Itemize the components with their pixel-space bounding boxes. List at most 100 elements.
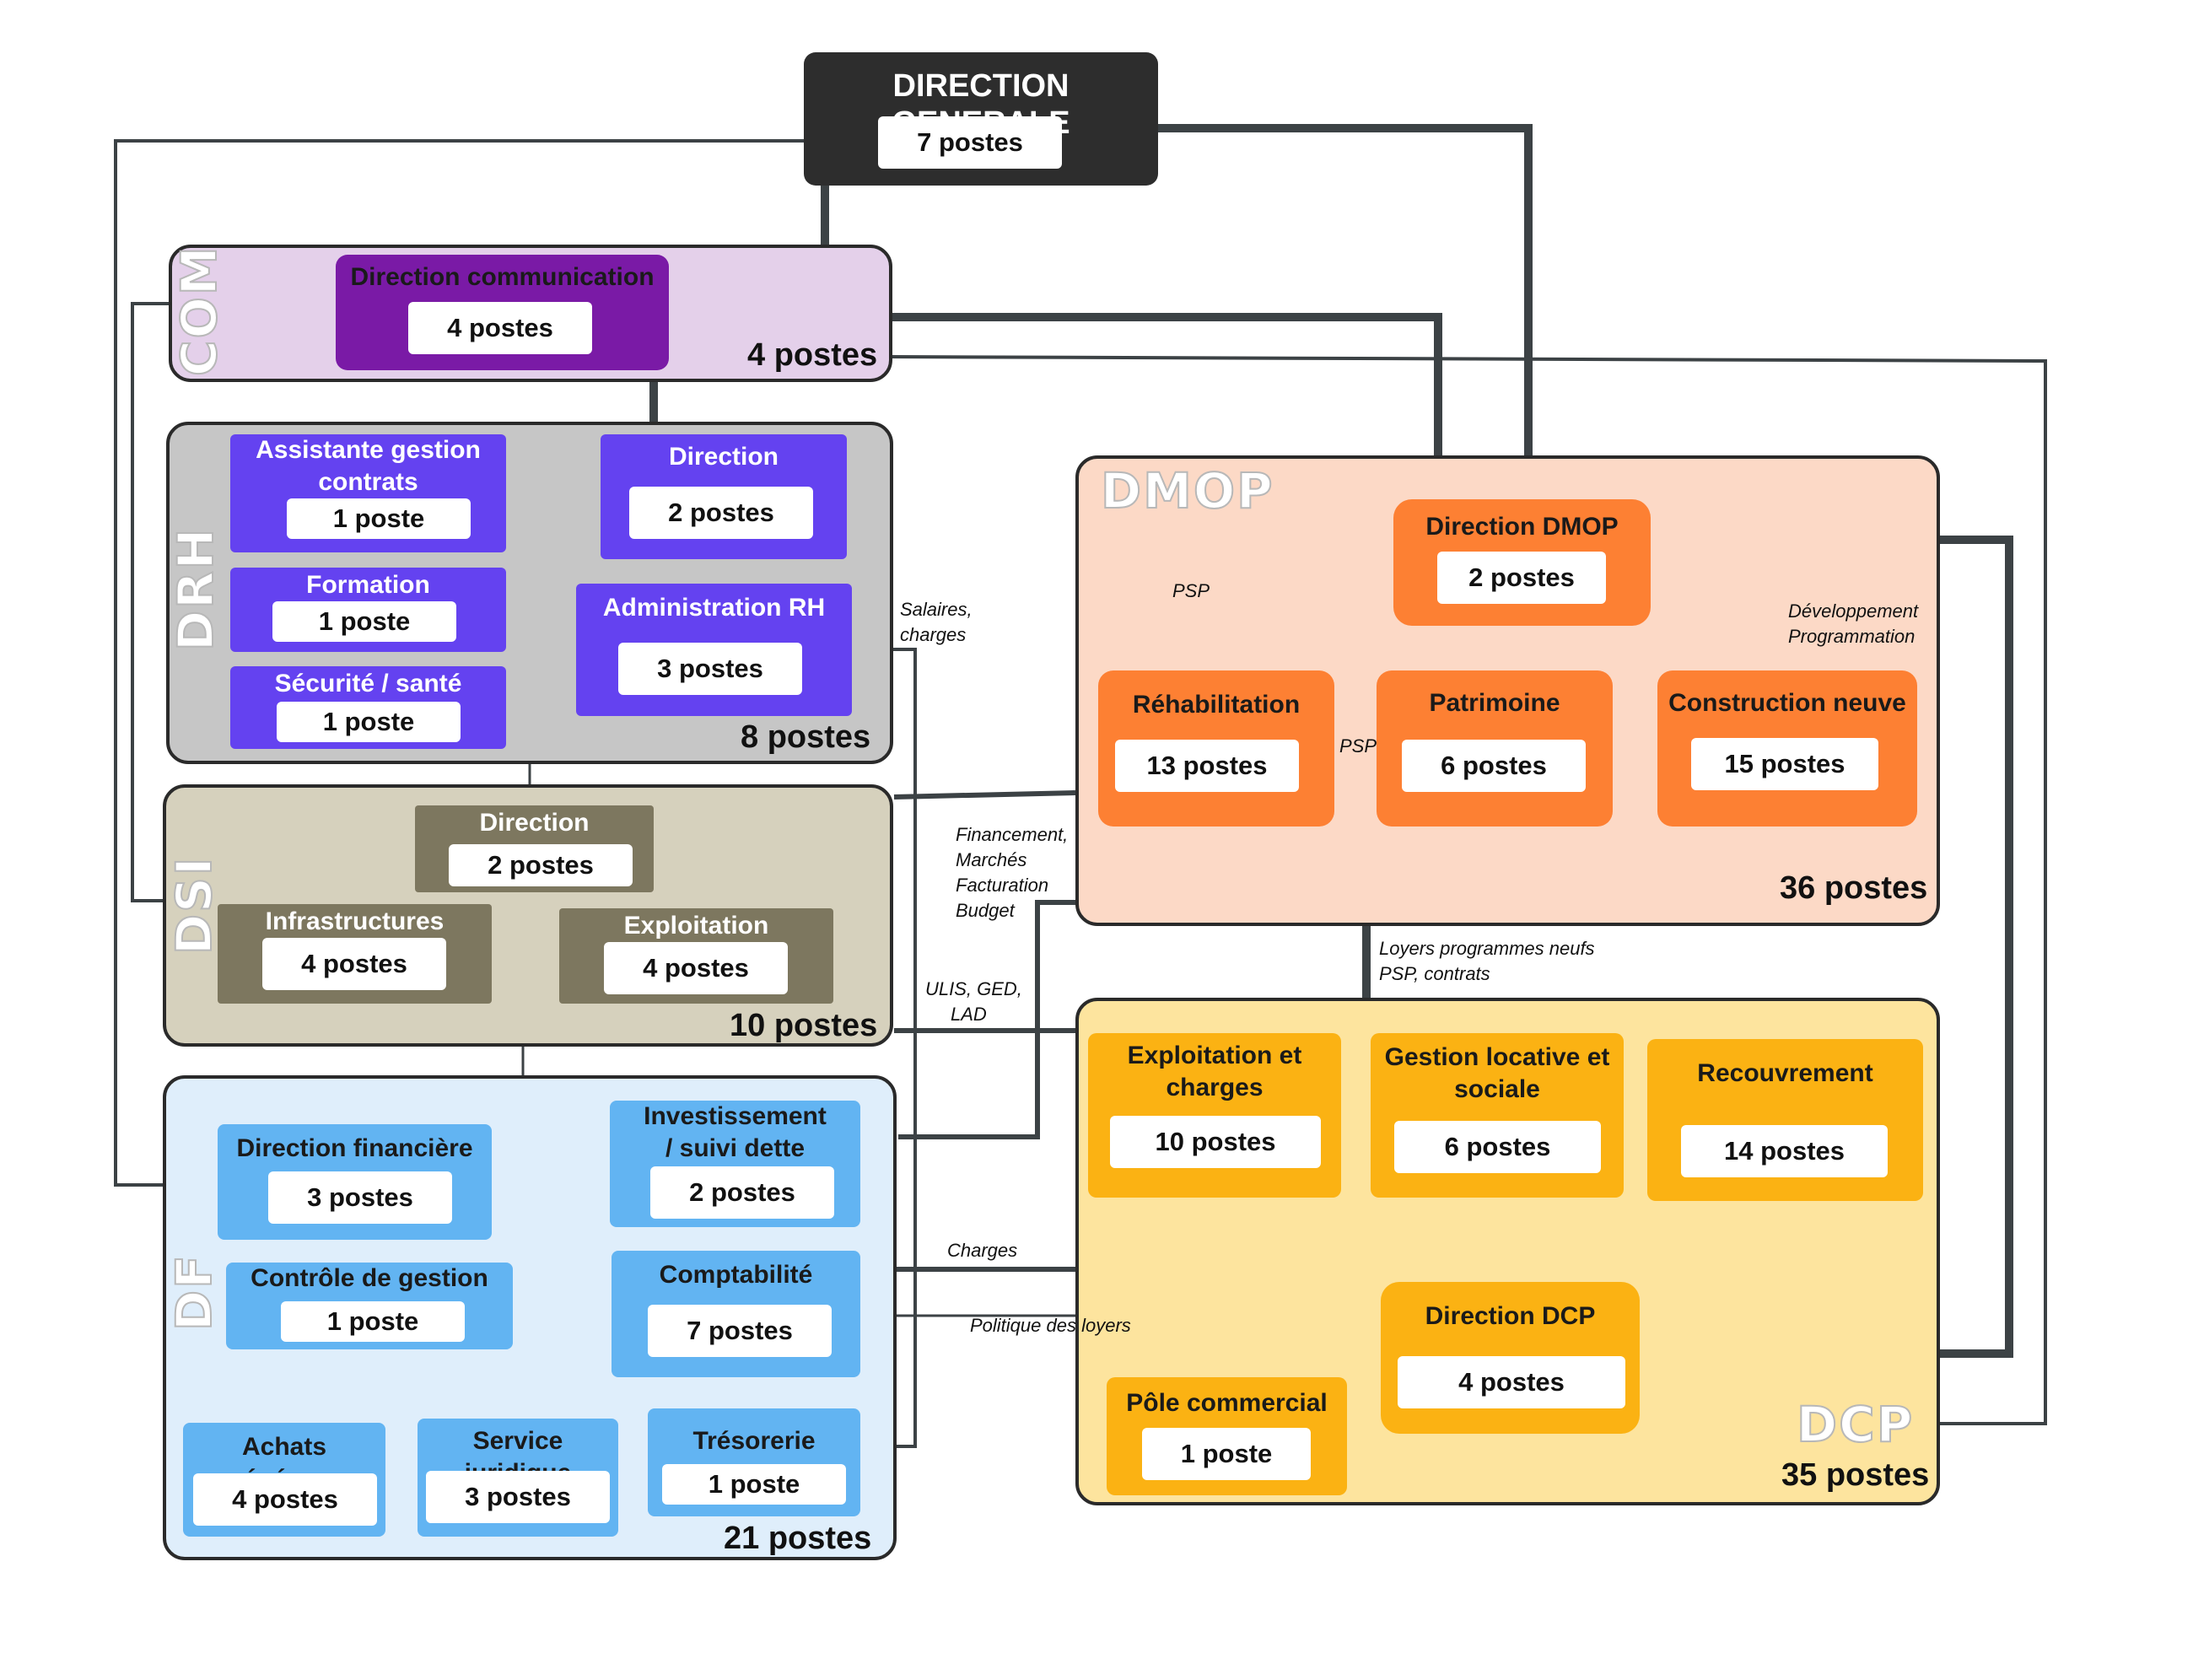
dmop-construction-title: Construction neuve xyxy=(1668,689,1906,717)
df-tresorerie-title: Trésorerie xyxy=(692,1427,816,1455)
direction-generale-box[interactable]: DIRECTION GENERALE 7 postes xyxy=(804,52,1158,186)
note-financement-3: Facturation xyxy=(956,875,1049,896)
drh-formation-count: 1 poste xyxy=(272,601,456,642)
df-controle-box[interactable]: Contrôle de gestion 1 poste xyxy=(226,1263,513,1349)
note-salaires-1: Salaires, xyxy=(900,599,973,620)
dcp-gestion-locative-title-1: Gestion locative et xyxy=(1384,1043,1610,1071)
dcp-pole-commercial-title: Pôle commercial xyxy=(1126,1389,1328,1417)
dcp-gestion-locative-box[interactable]: Gestion locative et sociale 6 postes xyxy=(1371,1033,1624,1198)
dsi-direction-box[interactable]: Direction 2 postes xyxy=(415,805,654,892)
drh-formation-title: Formation xyxy=(306,571,430,599)
drh-label: DRH xyxy=(166,526,225,652)
dmop-rehabilitation-count: 13 postes xyxy=(1115,740,1299,792)
df-direction-financiere-title: Direction financière xyxy=(236,1134,473,1162)
dmop-patrimoine-title: Patrimoine xyxy=(1429,689,1560,717)
com-direction-box[interactable]: Direction communication 4 postes xyxy=(336,255,669,370)
note-financement-2: Marchés xyxy=(956,849,1027,870)
df-direction-financiere-box[interactable]: Direction financière 3 postes xyxy=(218,1124,492,1240)
dcp-exploitation-box[interactable]: Exploitation et charges 10 postes xyxy=(1088,1033,1341,1198)
df-achats-box[interactable]: Achats généraux 4 postes xyxy=(183,1423,385,1537)
dcp-exploitation-count: 10 postes xyxy=(1110,1116,1321,1168)
drh-formation-box[interactable]: Formation 1 poste xyxy=(230,568,506,652)
dcp-gestion-locative-count: 6 postes xyxy=(1394,1121,1601,1173)
dmop-rehabilitation-box[interactable]: Réhabilitation 13 postes xyxy=(1098,670,1334,827)
dmop-construction-box[interactable]: Construction neuve 15 postes xyxy=(1657,670,1917,827)
note-financement-1: Financement, xyxy=(956,824,1069,845)
dmop-label: DMOP xyxy=(1100,461,1274,520)
df-tresorerie-count: 1 poste xyxy=(662,1464,846,1505)
df-tresorerie-box[interactable]: Trésorerie 1 poste xyxy=(648,1408,860,1516)
connector-dsi-dmop xyxy=(893,790,1076,800)
df-investissement-title-2: / suivi dette xyxy=(665,1134,806,1162)
dmop-rehabilitation-title: Réhabilitation xyxy=(1132,691,1301,719)
dcp-pole-commercial-count: 1 poste xyxy=(1142,1428,1311,1480)
drh-securite-box[interactable]: Sécurité / santé 1 poste xyxy=(230,666,506,749)
dcp-direction-count: 4 postes xyxy=(1398,1356,1625,1408)
dcp-recouvrement-count: 14 postes xyxy=(1681,1125,1888,1177)
note-psp-a: PSP xyxy=(1172,580,1210,601)
df-direction-financiere-count: 3 postes xyxy=(268,1171,452,1224)
dmop-total: 36 postes xyxy=(1780,870,1928,906)
dsi-label: DSI xyxy=(164,855,224,956)
df-juridique-box[interactable]: Service juridique 3 postes xyxy=(418,1419,618,1537)
drh-assistante-count: 1 poste xyxy=(287,498,471,539)
dcp-total: 35 postes xyxy=(1781,1457,1930,1493)
note-politique: Politique des loyers xyxy=(970,1315,1131,1336)
note-developpement-2: Programmation xyxy=(1788,626,1916,647)
connector-com-dcp xyxy=(889,355,2047,1425)
drh-securite-title: Sécurité / santé xyxy=(274,670,462,697)
dcp-pole-commercial-box[interactable]: Pôle commercial 1 poste xyxy=(1107,1377,1347,1495)
com-total: 4 postes xyxy=(747,337,878,373)
df-label: DF xyxy=(164,1252,224,1332)
df-investissement-title-1: Investissement xyxy=(644,1102,827,1130)
note-ulis-1: ULIS, GED, xyxy=(925,978,1022,999)
dsi-exploitation-box[interactable]: Exploitation 4 postes xyxy=(559,908,833,1004)
drh-securite-count: 1 poste xyxy=(277,702,461,742)
note-ulis-2: LAD xyxy=(951,1004,987,1025)
dmop-patrimoine-count: 6 postes xyxy=(1402,740,1586,792)
drh-direction-box[interactable]: Direction 2 postes xyxy=(601,434,847,559)
dmop-direction-count: 2 postes xyxy=(1437,552,1606,604)
dcp-direction-box[interactable]: Direction DCP 4 postes xyxy=(1381,1282,1640,1434)
dsi-infrastructures-box[interactable]: Infrastructures 4 postes xyxy=(218,904,492,1004)
df-controle-title: Contrôle de gestion xyxy=(251,1264,488,1292)
drh-assistante-title-2: contrats xyxy=(318,468,418,496)
drh-administration-box[interactable]: Administration RH 3 postes xyxy=(576,584,852,716)
df-comptabilite-count: 7 postes xyxy=(648,1305,832,1357)
drh-administration-title: Administration RH xyxy=(602,594,826,622)
dmop-construction-count: 15 postes xyxy=(1691,738,1878,790)
dmop-direction-box[interactable]: Direction DMOP 2 postes xyxy=(1393,499,1651,626)
connector-financement xyxy=(898,900,1078,1139)
df-achats-count: 4 postes xyxy=(193,1473,377,1526)
dcp-recouvrement-box[interactable]: Recouvrement 14 postes xyxy=(1647,1039,1923,1201)
connector-com-dmop xyxy=(666,313,1442,506)
drh-direction-count: 2 postes xyxy=(629,487,813,539)
dmop-patrimoine-box[interactable]: Patrimoine 6 postes xyxy=(1377,670,1613,827)
dsi-exploitation-count: 4 postes xyxy=(604,942,788,994)
df-juridique-count: 3 postes xyxy=(426,1471,610,1523)
drh-assistante-title-1: Assistante gestion xyxy=(256,436,481,464)
dsi-infrastructures-title: Infrastructures xyxy=(265,907,445,935)
drh-assistante-box[interactable]: Assistante gestion contrats 1 poste xyxy=(230,434,506,552)
df-investissement-box[interactable]: Investissement / suivi dette 2 postes xyxy=(610,1101,860,1227)
df-total: 21 postes xyxy=(724,1521,872,1556)
drh-total: 8 postes xyxy=(741,719,871,755)
df-controle-count: 1 poste xyxy=(281,1301,465,1342)
dsi-exploitation-title: Exploitation xyxy=(623,912,769,940)
drh-direction-title: Direction xyxy=(668,443,779,471)
note-financement-4: Budget xyxy=(956,900,1015,921)
df-investissement-count: 2 postes xyxy=(650,1166,834,1219)
dsi-direction-count: 2 postes xyxy=(449,844,633,886)
dsi-total: 10 postes xyxy=(730,1008,878,1043)
dcp-recouvrement-title: Recouvrement xyxy=(1697,1059,1873,1087)
note-psp-b: PSP xyxy=(1339,735,1377,757)
dmop-direction-title: Direction DMOP xyxy=(1425,513,1619,541)
connector-dg-dmop xyxy=(1139,124,1533,506)
note-salaires-2: charges xyxy=(900,624,967,645)
note-developpement-1: Développement xyxy=(1788,600,1919,622)
direction-generale-count: 7 postes xyxy=(878,116,1062,169)
dcp-gestion-locative-title-2: sociale xyxy=(1454,1075,1540,1103)
com-label: COM xyxy=(170,244,229,377)
df-comptabilite-box[interactable]: Comptabilité 7 postes xyxy=(612,1251,860,1377)
com-direction-title: Direction communication xyxy=(350,263,655,291)
